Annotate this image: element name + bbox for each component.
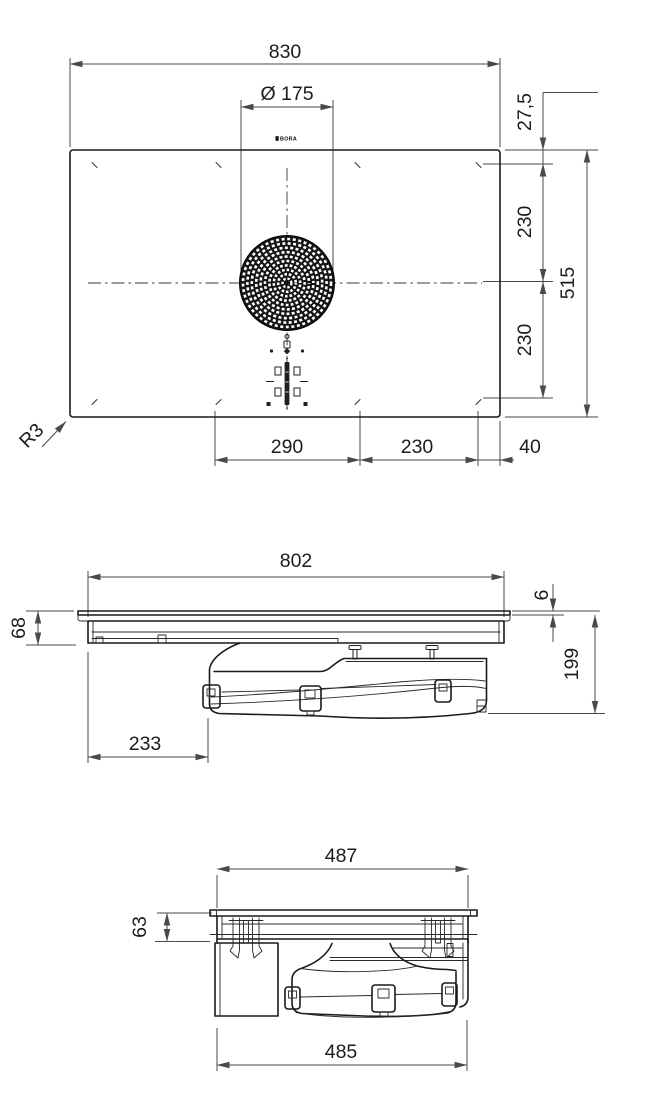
housing-latch-left <box>202 684 221 709</box>
housing-tab <box>446 943 454 957</box>
dim-text-zone-pitch-front: 230 <box>514 324 536 357</box>
hob-body-clip-mid <box>157 634 167 644</box>
dim-text-housing-depth: 485 <box>325 1041 358 1063</box>
duct-box <box>214 942 279 1017</box>
dim-text-front-left: 290 <box>271 436 304 458</box>
dim-text-body-width: 802 <box>280 550 313 572</box>
cooktop-outline <box>69 149 501 418</box>
hob-body-front <box>87 620 505 644</box>
panel-dot-left <box>269 349 274 353</box>
glass-panel-side <box>209 909 478 917</box>
dim-text-zone-pitch-rear: 230 <box>514 206 536 239</box>
dim-text-total-height: 199 <box>561 648 583 681</box>
panel-dot-right <box>300 349 305 353</box>
dim-text-glass-thickness: 6 <box>531 590 553 601</box>
dim-text-body-depth: 487 <box>325 845 358 867</box>
dim-text-flange-height: 63 <box>129 916 151 938</box>
panel-dot-center <box>286 357 288 360</box>
dim-text-overall-width: 830 <box>269 41 302 63</box>
dim-text-hob-height: 68 <box>8 617 30 639</box>
zone-key-right-front <box>293 387 301 397</box>
panel-square-left <box>266 402 271 406</box>
radius-leader-line <box>41 421 67 448</box>
volute-latch-right <box>441 982 458 1007</box>
dim-text-left-offset: 233 <box>129 733 162 755</box>
duct-outline <box>214 942 279 1017</box>
lid-clip-stem-left <box>352 649 358 660</box>
hob-body-clip-left <box>95 636 104 644</box>
panel-diamond <box>283 348 291 355</box>
blower-housing-side <box>284 938 469 1018</box>
housing-clamp-band <box>221 684 437 693</box>
zone-corner-ticks <box>91 162 482 405</box>
housing-lid-edge <box>213 657 488 673</box>
glass-end-caps <box>216 909 471 917</box>
brand-logo-mark <box>275 136 279 141</box>
zone-key-left-front <box>274 387 282 397</box>
volute-latch-left <box>284 986 301 1010</box>
panel-square-right <box>303 402 308 406</box>
top-view: BORA <box>15 41 598 466</box>
hob-body-box <box>87 620 505 644</box>
brand-logo: BORA <box>275 136 297 143</box>
dim-text-edge-to-zone: 27,5 <box>514 93 536 131</box>
hob-body-inner-lines <box>91 620 501 644</box>
hob-body-inner <box>209 915 478 940</box>
lid-spring-clips <box>348 645 439 660</box>
dim-text-grille-diameter: Ø 175 <box>260 83 313 105</box>
panel-dot-bottom <box>286 407 288 409</box>
lid-clip-stem-right <box>429 649 435 660</box>
volute-latch-mid <box>371 984 396 1018</box>
zone-key-right-rear <box>293 366 301 376</box>
dim-text-front-right: 40 <box>519 436 541 458</box>
top-view-extension-lines <box>69 58 598 466</box>
housing-latch-right <box>434 679 452 703</box>
lid-clip-cap-left <box>348 645 362 650</box>
side-view-extension-lines <box>155 875 469 1071</box>
slider-bar <box>284 362 290 405</box>
dim-text-corner-radius: R3 <box>15 419 48 452</box>
mounting-clip-left <box>228 917 264 959</box>
volute-clamp-band <box>299 993 443 998</box>
extractor-grille <box>239 235 335 331</box>
zone-key-left-rear <box>274 366 282 376</box>
extractor-housing-front <box>202 642 488 719</box>
power-indicator <box>284 334 290 339</box>
front-view: 802 6 199 68 233 <box>8 550 605 763</box>
glass-panel-front <box>77 610 511 622</box>
housing-right-wall <box>459 938 469 1008</box>
control-panel <box>266 334 308 409</box>
brand-logo-text: BORA <box>280 137 297 143</box>
housing-latch-mid <box>299 685 322 716</box>
side-view: 487 63 485 <box>129 845 478 1071</box>
glass-plate <box>77 610 511 616</box>
housing-air-channel-curves <box>210 678 487 705</box>
glass-edge-lips <box>77 614 511 622</box>
front-view-extension-lines <box>26 571 605 763</box>
grille-perforation-pattern <box>241 237 333 329</box>
glass-plate-side <box>209 909 478 917</box>
lid-clip-cap-right <box>425 645 439 650</box>
slider-ticks <box>285 371 289 393</box>
mounting-clip-right <box>420 917 456 959</box>
dim-text-overall-depth: 515 <box>557 267 579 300</box>
volute-outline <box>291 942 457 1018</box>
volute-inner-curves <box>295 965 451 1018</box>
dim-text-front-mid: 230 <box>401 436 434 458</box>
housing-bolt-right <box>476 699 487 713</box>
grille-disc <box>239 235 335 331</box>
